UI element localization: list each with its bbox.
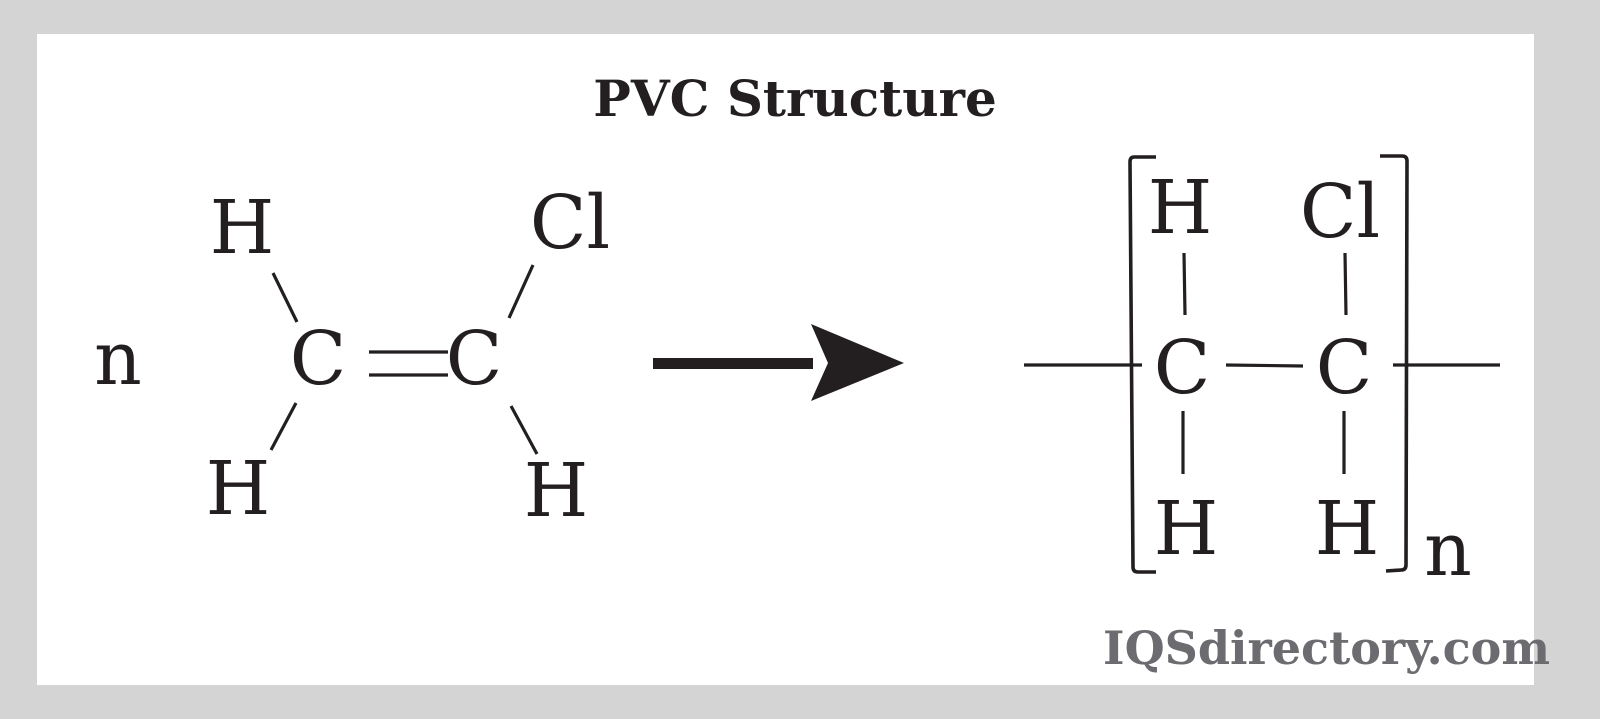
repeat-subscript-n: n — [1424, 507, 1472, 593]
monomer-carbon-left: C — [290, 316, 347, 402]
polymer-carbon-left: C — [1154, 325, 1211, 411]
polymer-structure: H Cl C C H H n — [1024, 154, 1500, 593]
bond-cl-top-right — [507, 264, 535, 319]
right-bracket — [1380, 154, 1409, 573]
monomer-cl-top-right: Cl — [530, 180, 610, 266]
bond-h-top-left — [271, 272, 299, 323]
monomer-carbon-right: C — [446, 316, 503, 402]
watermark-logo: IQSdirectory.com — [1103, 621, 1550, 675]
carbon-carbon-single-bond — [1225, 363, 1304, 368]
diagram-title: PVC Structure — [593, 69, 997, 128]
monomer-h-bottom-right: H — [524, 448, 589, 534]
polymer-h-top-left: H — [1148, 165, 1213, 251]
polymer-h-bottom-right: H — [1315, 486, 1380, 572]
bond-cl-top-right — [1343, 252, 1348, 316]
polymer-cl-top-right: Cl — [1300, 169, 1380, 255]
monomer-h-top-left: H — [210, 185, 275, 271]
monomer-coefficient: n — [94, 316, 142, 402]
monomer-h-bottom-left: H — [206, 446, 271, 532]
polymer-h-bottom-left: H — [1154, 486, 1219, 572]
monomer-structure: n H H C C Cl H — [94, 180, 610, 534]
right-arrow-icon — [653, 324, 904, 401]
bond-h-top-left — [1182, 252, 1187, 316]
bond-h-bottom-left — [269, 402, 298, 451]
polymer-carbon-right: C — [1316, 325, 1373, 411]
bond-h-bottom-right — [509, 405, 539, 455]
